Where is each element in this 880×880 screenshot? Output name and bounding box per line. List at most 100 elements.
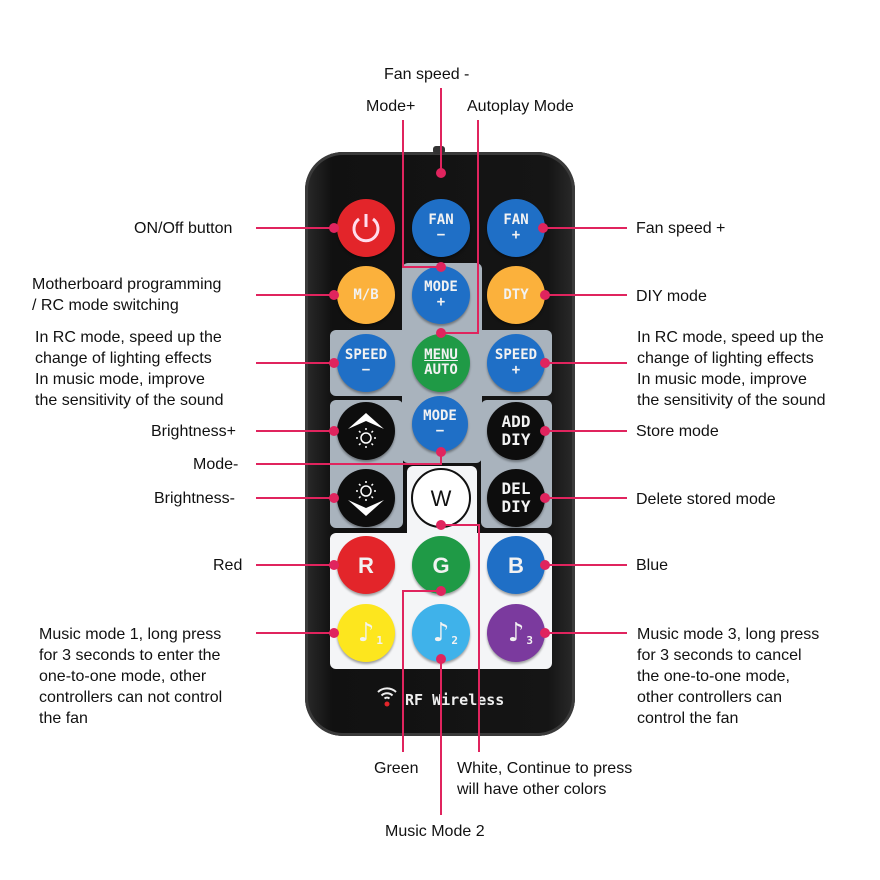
brightness-minus-button[interactable] xyxy=(337,469,395,527)
label-brightness-plus: Brightness+ xyxy=(151,423,236,440)
label-music-2: Music Mode 2 xyxy=(385,823,485,840)
leader-line-mode-plus xyxy=(402,120,441,268)
leader-dot-brightness-plus xyxy=(329,426,339,436)
music-note-icon: ♪ xyxy=(432,617,450,648)
btn-text: AUTO xyxy=(424,362,458,378)
leader-line-autoplay xyxy=(441,120,479,334)
green-button[interactable]: G xyxy=(412,536,470,594)
label-blue: Blue xyxy=(636,557,669,574)
music-note-icon: ♪ xyxy=(357,617,375,648)
btn-text: G xyxy=(432,552,450,578)
btn-text: FAN xyxy=(428,212,454,228)
leader-dot-red xyxy=(329,560,339,570)
text-line: controllers can not control xyxy=(39,689,223,706)
text-line: control the fan xyxy=(637,710,739,727)
text-line: the one-to-one mode, xyxy=(637,668,790,685)
leader-dot-green xyxy=(436,586,446,596)
speed-plus-button[interactable]: SPEED+ xyxy=(487,334,545,392)
btn-text: R xyxy=(358,552,374,578)
btn-text: SPEED xyxy=(344,347,388,363)
label-autoplay: Autoplay Mode xyxy=(467,98,574,115)
brightness-plus-button[interactable] xyxy=(337,402,395,460)
music-1-button[interactable]: ♪1 xyxy=(337,604,395,662)
btn-text: DIY xyxy=(501,497,531,516)
speed-minus-button[interactable]: SPEED− xyxy=(337,334,395,392)
label-fan-speed-minus: Fan speed - xyxy=(384,66,470,83)
btn-text: FAN xyxy=(503,212,529,228)
btn-text: − xyxy=(361,362,371,378)
leader-line-mode-minus xyxy=(256,452,442,465)
label-mb-1: Motherboard programming xyxy=(32,276,222,293)
btn-text: DIY xyxy=(501,430,531,449)
text-line: the sensitivity of the sound xyxy=(637,392,826,409)
leader-dot-music3 xyxy=(540,628,550,638)
label-mode-plus: Mode+ xyxy=(366,98,416,115)
label-speed-plus: In RC mode, speed up the change of lighti… xyxy=(637,327,826,411)
leader-dot-diy xyxy=(540,290,550,300)
leader-dot-delete xyxy=(540,493,550,503)
label-delete-mode: Delete stored mode xyxy=(636,491,776,508)
text-line: Music mode 3, long press xyxy=(637,626,820,643)
music-3-button[interactable]: ♪3 xyxy=(487,604,545,662)
text-line: In RC mode, speed up the xyxy=(637,329,824,346)
brightness-up-icon xyxy=(348,413,384,448)
btn-text: M/B xyxy=(353,286,379,303)
mode-plus-button[interactable]: MODE+ xyxy=(412,266,470,324)
text-line: change of lighting effects xyxy=(637,350,814,367)
label-brightness-minus: Brightness- xyxy=(154,490,235,507)
label-on-off: ON/Off button xyxy=(134,220,233,237)
power-button[interactable] xyxy=(337,199,395,257)
label-music-1: Music mode 1, long press for 3 seconds to… xyxy=(39,624,222,729)
leader-dot-mode-plus xyxy=(436,262,446,272)
brightness-down-icon xyxy=(348,481,384,516)
text-line: one-to-one mode, other xyxy=(39,668,207,685)
label-music-3: Music mode 3, long press for 3 seconds to… xyxy=(637,624,819,729)
mode-minus-button[interactable]: MODE− xyxy=(412,396,468,452)
text-line: for 3 seconds to enter the xyxy=(39,647,221,664)
blue-button[interactable]: B xyxy=(487,536,545,594)
btn-text: 3 xyxy=(526,634,533,647)
dty-button[interactable]: DTY xyxy=(487,266,545,324)
text-line: In music mode, improve xyxy=(637,371,807,388)
leader-dot-on-off xyxy=(329,223,339,233)
leader-dot-mode-minus xyxy=(436,447,446,457)
fan-plus-button[interactable]: FAN+ xyxy=(487,199,545,257)
text-line: Music mode 1, long press xyxy=(39,626,222,643)
leader-dot-speed-plus xyxy=(540,358,550,368)
btn-text: MODE xyxy=(423,408,457,424)
btn-text: + xyxy=(511,227,521,243)
text-line: other controllers can xyxy=(637,689,782,706)
text-line: the fan xyxy=(39,710,88,727)
btn-text: SPEED xyxy=(494,347,538,363)
leader-dot-speed-minus xyxy=(329,358,339,368)
btn-text: MODE xyxy=(424,279,458,295)
btn-text: MENU xyxy=(424,347,458,363)
leader-dot-mb xyxy=(329,290,339,300)
text-line: In music mode, improve xyxy=(35,371,205,388)
power-icon xyxy=(352,214,380,243)
leader-line-green xyxy=(402,590,441,752)
mb-button[interactable]: M/B xyxy=(337,266,395,324)
btn-text: B xyxy=(508,552,524,578)
text-line: will have other colors xyxy=(457,781,607,798)
ir-emitter xyxy=(433,146,445,154)
red-button[interactable]: R xyxy=(337,536,395,594)
text-line: In RC mode, speed up the xyxy=(35,329,222,346)
music-2-button[interactable]: ♪2 xyxy=(412,604,470,662)
fan-minus-button[interactable]: FAN− xyxy=(412,199,470,257)
label-red: Red xyxy=(213,557,243,574)
text-line: for 3 seconds to cancel xyxy=(637,647,802,664)
leader-dot-blue xyxy=(540,560,550,570)
btn-text: ADD xyxy=(501,412,531,431)
label-mode-minus: Mode- xyxy=(193,456,239,473)
text-line: the sensitivity of the sound xyxy=(35,392,224,409)
leader-dot-fan-plus xyxy=(538,223,548,233)
label-diy-mode: DIY mode xyxy=(636,288,707,305)
label-green: Green xyxy=(374,760,419,777)
